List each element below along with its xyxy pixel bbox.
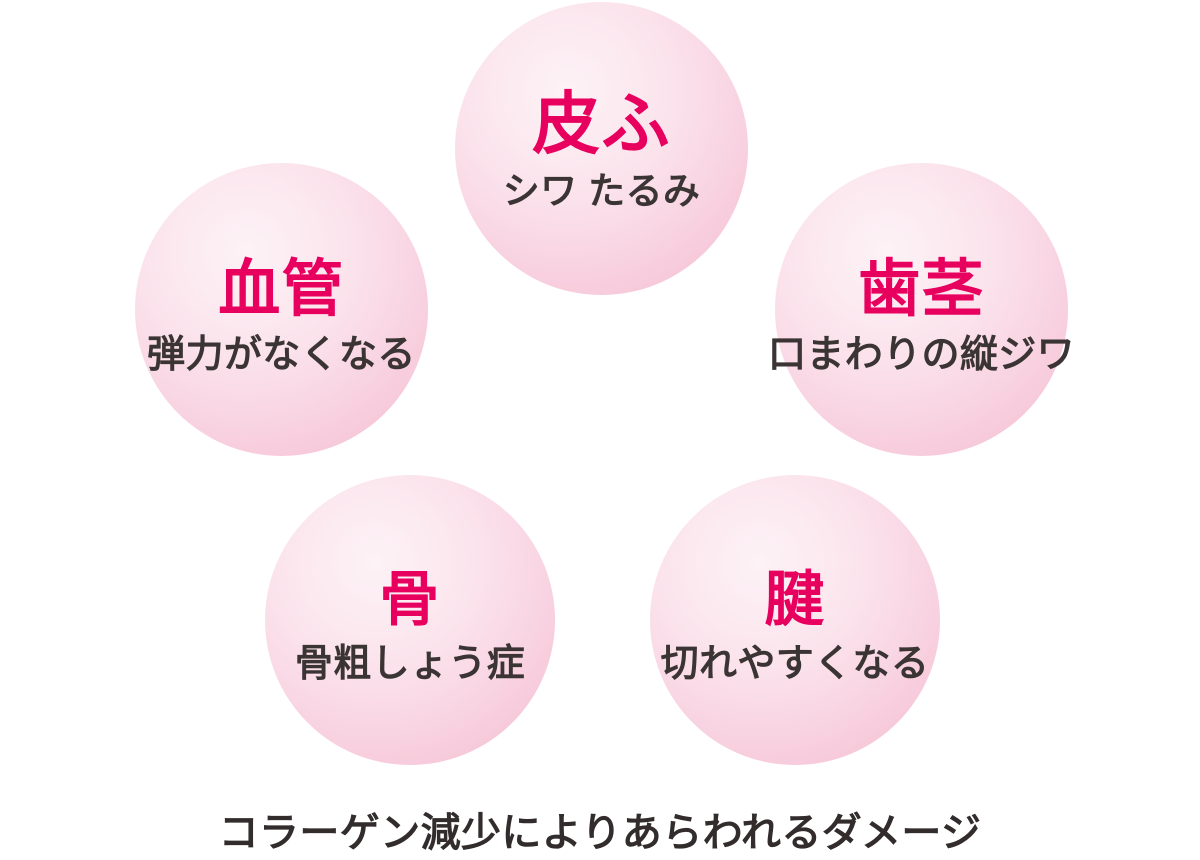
bubble-tendon: 腱 切れやすくなる [650,475,940,765]
bubble-tendon-title: 腱 [764,565,826,633]
bubble-skin-text: 皮ふ シワ たるみ [396,86,806,213]
bubble-gum-text: 歯茎 口まわりの縦ジワ [716,256,1126,377]
bubble-tendon-circle [650,475,940,765]
bubble-vessel-text: 血管 弾力がなくなる [76,256,486,377]
bubble-gum-subtitle: 口まわりの縦ジワ [767,333,1076,376]
bubble-bone-circle [265,475,555,765]
bubble-vessel-title: 血管 [218,254,345,324]
bubble-skin-subtitle: シワ たるみ [502,170,701,212]
bubble-gum-title: 歯茎 [858,254,985,324]
bubble-gum-circle [775,163,1068,456]
bubble-skin: 皮ふ シワ たるみ [455,2,748,295]
bubble-bone-text: 骨 骨粗しょう症 [207,568,613,687]
bubble-gum: 歯茎 口まわりの縦ジワ [768,163,1075,456]
diagram-caption: コラーゲン減少によりあらわれるダメージ [218,811,982,855]
bubble-vessel-circle [135,163,428,456]
bubble-tendon-subtitle: 切れやすくなる [660,642,930,685]
bubble-bone-title: 骨 [379,565,441,633]
bubble-skin-title: 皮ふ [532,86,671,163]
bubble-bone: 骨 骨粗しょう症 [265,475,555,765]
bubble-bone-subtitle: 骨粗しょう症 [294,642,526,685]
bubble-vessel: 血管 弾力がなくなる [135,163,428,456]
bubble-vessel-subtitle: 弾力がなくなる [147,333,416,376]
bubble-skin-circle [455,2,748,295]
bubble-tendon-text: 腱 切れやすくなる [592,568,998,687]
